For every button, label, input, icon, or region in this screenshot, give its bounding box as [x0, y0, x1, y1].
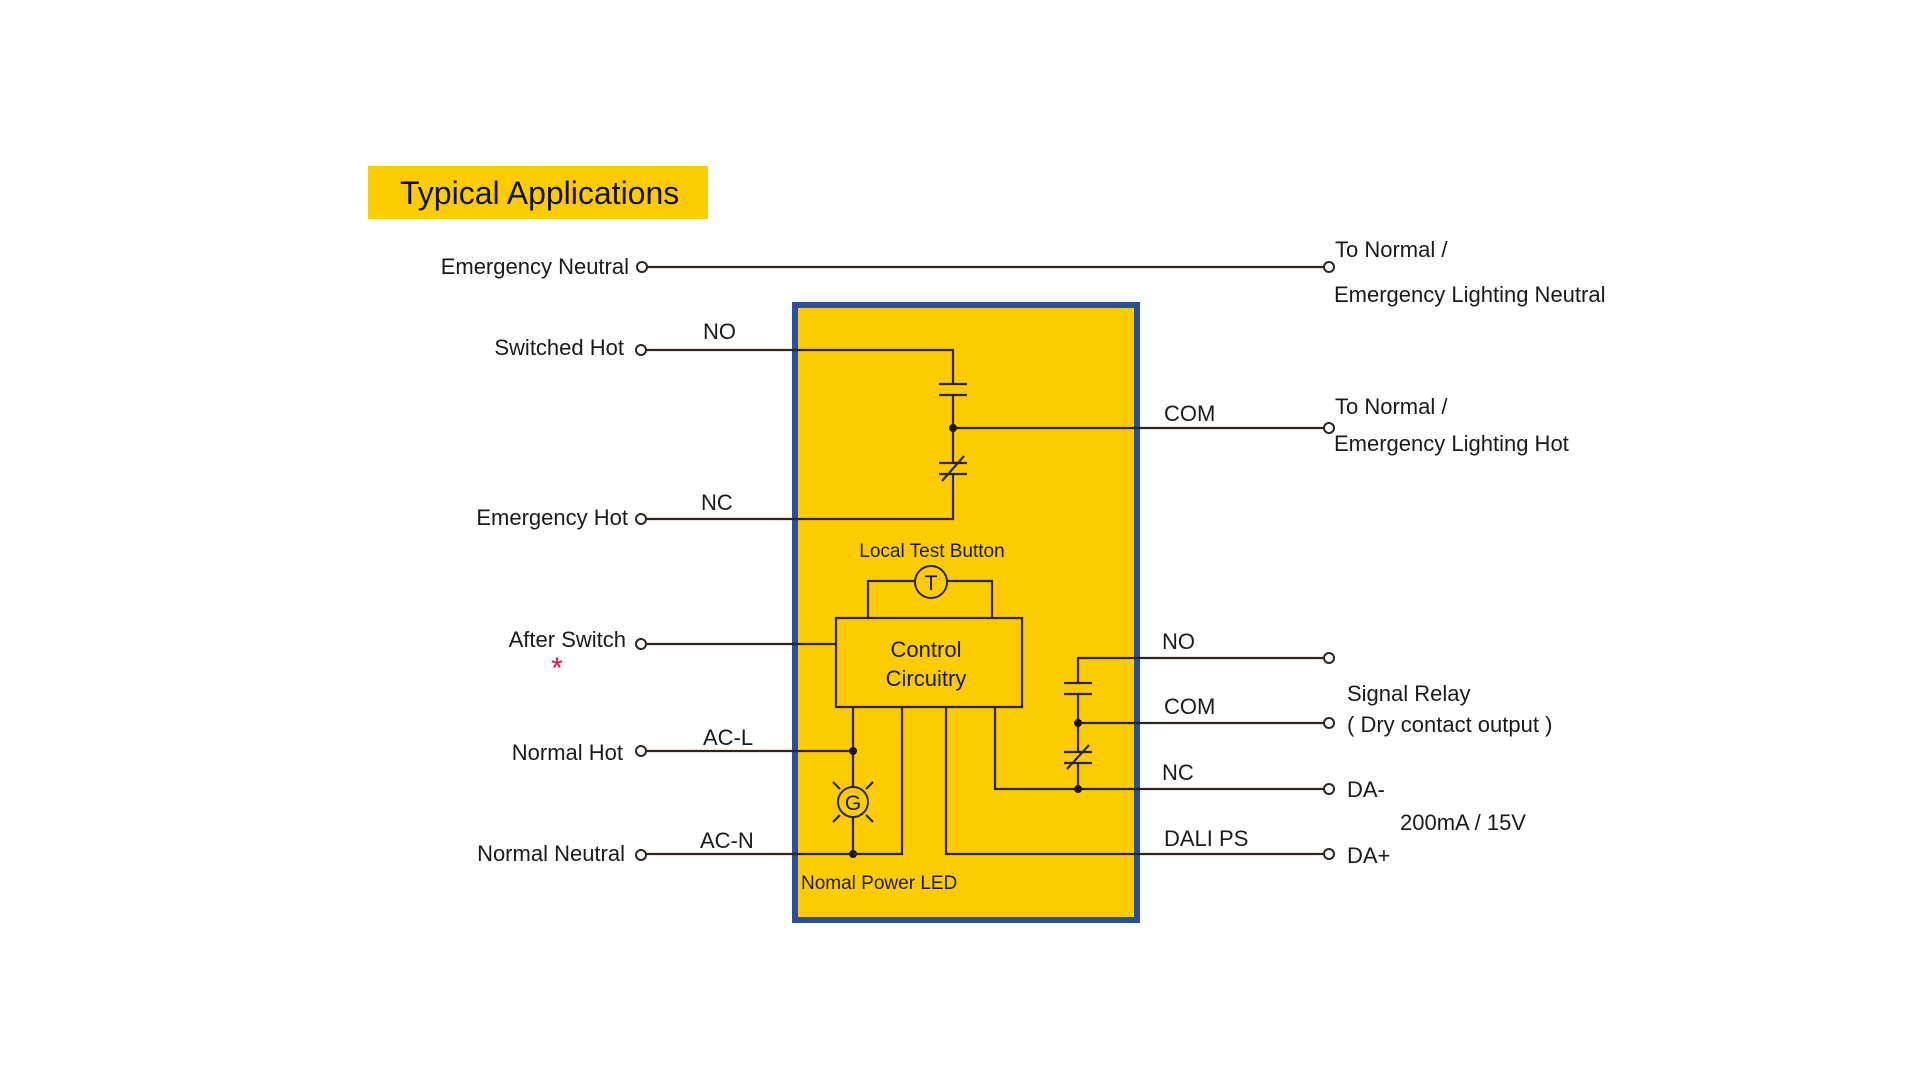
pin-label-ac-n: AC-N [700, 828, 754, 853]
label-da-plus: DA+ [1347, 843, 1390, 868]
left-labels: Emergency Neutral Switched Hot Emergency… [441, 254, 754, 866]
label-signal-relay-line2: ( Dry contact output ) [1347, 712, 1552, 737]
terminal-normal-hot[interactable] [635, 745, 647, 757]
label-hot-out-line1: To Normal / [1335, 394, 1448, 419]
relay-nc-wire [993, 707, 1324, 791]
test-loop-right [947, 579, 994, 618]
right-labels: COM NO COM NC DALI PS To Normal / Emerge… [1162, 237, 1605, 868]
ac-input-section: G Nomal Power LED [646, 707, 1324, 894]
relay-com-junction-dot [1074, 719, 1082, 727]
title-badge: Typical Applications [368, 166, 708, 219]
label-emergency-hot: Emergency Hot [476, 505, 628, 530]
terminal-emergency-hot[interactable] [635, 513, 647, 525]
terminal-after-switch[interactable] [635, 638, 647, 650]
label-normal-hot: Normal Hot [512, 740, 623, 765]
nc-contact-slash [941, 455, 965, 482]
pin-label-no: NO [703, 319, 736, 344]
label-signal-relay-line1: Signal Relay [1347, 681, 1471, 706]
dali-plus-wire [944, 707, 1324, 856]
local-test-button-label: Local Test Button [859, 541, 1004, 562]
pin-label-ac-l: AC-L [703, 725, 753, 750]
pin-label-dali-ps: DALI PS [1164, 826, 1248, 851]
control-section: T Local Test Button Control Circuitry [646, 541, 1024, 709]
terminal-switched-hot[interactable] [635, 344, 647, 356]
terminal-da-plus[interactable] [1323, 848, 1335, 860]
com-junction-dot [949, 424, 957, 432]
left-terminals [635, 261, 648, 861]
terminal-relay-no[interactable] [1323, 652, 1335, 664]
label-hot-out-line2: Emergency Lighting Hot [1334, 431, 1569, 456]
title-text: Typical Applications [400, 175, 679, 211]
module-box [792, 302, 1140, 923]
pin-label-relay-no: NO [1162, 629, 1195, 654]
title-background [368, 166, 708, 219]
label-switched-hot: Switched Hot [494, 335, 624, 360]
control-circuitry-line2: Circuitry [886, 666, 967, 691]
terminal-da-minus[interactable] [1323, 783, 1335, 795]
label-neutral-out-line1: To Normal / [1335, 237, 1448, 262]
emergency-hot-wire [646, 474, 955, 521]
terminal-emergency-neutral[interactable] [636, 261, 648, 273]
pin-label-com: COM [1164, 401, 1215, 426]
main-relay [646, 348, 1324, 521]
test-loop-left [866, 579, 915, 618]
relay-nc-contact-slash [1066, 744, 1090, 770]
label-da-minus: DA- [1347, 777, 1385, 802]
terminal-normal-neutral[interactable] [635, 849, 647, 861]
signal-relay [993, 656, 1324, 793]
normal-power-led-label: Nomal Power LED [801, 873, 957, 894]
led-symbol: G [845, 792, 861, 815]
label-normal-neutral: Normal Neutral [477, 841, 625, 866]
control-circuitry-box [834, 616, 1024, 709]
terminal-relay-com[interactable] [1323, 717, 1335, 729]
pin-label-nc: NC [701, 490, 733, 515]
after-switch-asterisk: * [551, 652, 563, 685]
label-dali-rating: 200mA / 15V [1400, 810, 1526, 835]
normal-power-led-icon: G [832, 781, 874, 823]
relay-nc-junction-dot [1074, 785, 1082, 793]
label-emergency-neutral: Emergency Neutral [441, 254, 629, 279]
relay-no-wire [1076, 656, 1324, 683]
ac-n-to-control-wire [853, 707, 904, 856]
switched-hot-wire [646, 348, 955, 384]
terminal-lighting-hot[interactable] [1323, 422, 1335, 434]
label-neutral-out-line2: Emergency Lighting Neutral [1334, 282, 1605, 307]
control-circuitry-line1: Control [891, 637, 962, 662]
pin-label-relay-nc: NC [1162, 760, 1194, 785]
test-button-icon[interactable] [914, 565, 948, 599]
ac-l-junction-dot [849, 747, 857, 755]
pin-label-relay-com: COM [1164, 694, 1215, 719]
test-button-symbol: T [925, 572, 938, 595]
terminal-lighting-neutral[interactable] [1323, 261, 1335, 273]
right-terminals [1323, 261, 1335, 860]
label-after-switch: After Switch [509, 627, 626, 652]
